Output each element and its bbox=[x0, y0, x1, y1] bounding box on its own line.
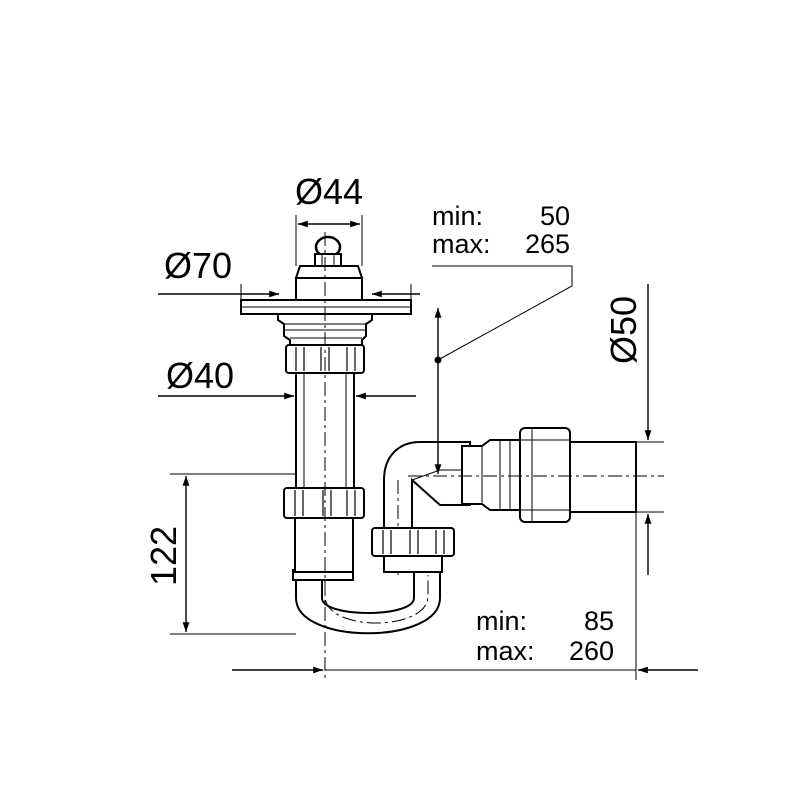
dim-vertical-adjust: min: 50 max: 265 bbox=[432, 201, 573, 475]
vertical-min-value: 50 bbox=[540, 201, 570, 231]
vertical-max-value: 265 bbox=[525, 229, 570, 259]
u-bend bbox=[295, 571, 441, 635]
dim-flange-diameter: Ø70 bbox=[158, 245, 420, 300]
lower-tube bbox=[294, 515, 354, 573]
vertical-max-label: max: bbox=[432, 229, 491, 259]
u-bend-centerline bbox=[324, 575, 429, 624]
label-plug-diameter: Ø44 bbox=[295, 171, 363, 212]
label-flange-diameter: Ø70 bbox=[164, 245, 232, 286]
dim-outlet-diameter: Ø50 bbox=[603, 284, 664, 575]
label-tube-diameter: Ø40 bbox=[166, 355, 234, 396]
horizontal-max-value: 260 bbox=[569, 636, 614, 666]
trap-body bbox=[240, 232, 664, 680]
horizontal-max-label: max: bbox=[476, 636, 535, 666]
lower-union-nut bbox=[283, 487, 365, 519]
outlet-extension bbox=[461, 439, 521, 511]
vertical-min-label: min: bbox=[432, 201, 483, 231]
dim-trap-height: 122 bbox=[143, 473, 296, 635]
riser-elbow bbox=[383, 441, 471, 529]
outlet-union-nut bbox=[371, 527, 455, 557]
label-outlet-diameter: Ø50 bbox=[603, 296, 644, 364]
chain-ring bbox=[314, 235, 342, 267]
outlet-pipe bbox=[569, 441, 637, 513]
horizontal-min-value: 85 bbox=[584, 606, 614, 636]
plug bbox=[295, 277, 363, 301]
outlet-coupling bbox=[519, 427, 571, 523]
dim-plug-diameter: Ø44 bbox=[295, 171, 363, 266]
label-trap-height: 122 bbox=[143, 526, 184, 586]
dim-horizontal-adjust: min: 85 max: 260 bbox=[232, 512, 698, 680]
horizontal-min-label: min: bbox=[476, 606, 527, 636]
dim-tube-diameter: Ø40 bbox=[158, 355, 416, 400]
